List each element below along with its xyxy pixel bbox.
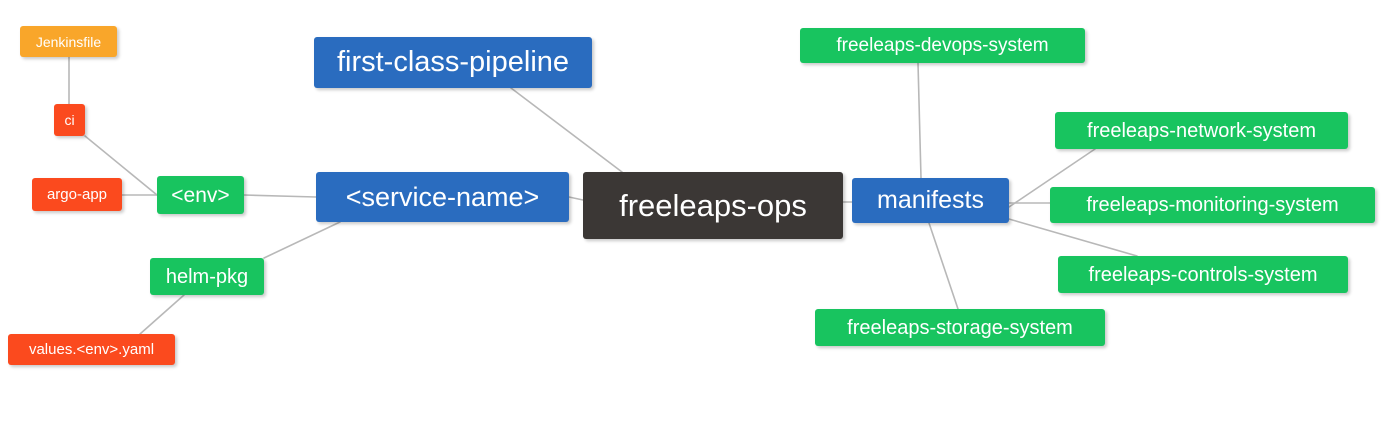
mindmap-node-freeleaps-storage-system[interactable]: freeleaps-storage-system [815, 309, 1105, 346]
mindmap-edge-first-class-pipeline-to-freeleaps-ops [510, 87, 623, 173]
mindmap-node-label: helm-pkg [165, 265, 249, 288]
mindmap-node-label: freeleaps-network-system [1087, 119, 1316, 142]
mindmap-edge-manifests-to-freeleaps-storage-system [928, 222, 959, 310]
mindmap-node-values-env-yaml[interactable]: values.<env>.yaml [8, 334, 175, 365]
mindmap-node-label: freeleaps-controls-system [1088, 263, 1318, 286]
mindmap-node-jenkinsfile[interactable]: Jenkinsfile [20, 26, 117, 57]
mindmap-node-label: values.<env>.yaml [28, 341, 155, 358]
mindmap-node-label: freeleaps-monitoring-system [1086, 194, 1339, 216]
mindmap-node-helm-pkg[interactable]: helm-pkg [150, 258, 264, 295]
mindmap-node-freeleaps-monitoring-system[interactable]: freeleaps-monitoring-system [1050, 187, 1375, 223]
mindmap-edge-helm-pkg-to-service-name [263, 221, 341, 259]
mindmap-node-freeleaps-ops[interactable]: freeleaps-ops [583, 172, 843, 239]
mindmap-node-label: <service-name> [345, 181, 540, 212]
mindmap-edge-env-to-service-name [243, 194, 317, 198]
mindmap-node-argo-app[interactable]: argo-app [32, 178, 122, 211]
mindmap-node-label: freeleaps-devops-system [836, 35, 1049, 56]
mindmap-node-ci[interactable]: ci [54, 104, 85, 136]
mindmap-node-label: Jenkinsfile [35, 33, 102, 50]
mindmap-node-label: manifests [877, 186, 984, 214]
mindmap-node-env[interactable]: <env> [157, 176, 244, 214]
mindmap-node-service-name[interactable]: <service-name> [316, 172, 569, 222]
mindmap-node-first-class-pipeline[interactable]: first-class-pipeline [314, 37, 592, 88]
mindmap-edge-manifests-to-freeleaps-controls-system [1008, 218, 1138, 257]
mindmap-node-freeleaps-devops-system[interactable]: freeleaps-devops-system [800, 28, 1085, 63]
mindmap-node-label: first-class-pipeline [336, 46, 570, 78]
mindmap-node-label: argo-app [46, 186, 108, 203]
mindmap-edge-manifests-to-freeleaps-devops-system [917, 62, 922, 179]
mindmap-node-manifests[interactable]: manifests [852, 178, 1009, 223]
mindmap-edge-values-env-yaml-to-helm-pkg [139, 294, 185, 335]
mindmap-node-label: <env> [171, 183, 230, 207]
mindmap-node-label: freeleaps-ops [619, 188, 807, 223]
mindmap-edge-service-name-to-freeleaps-ops [568, 196, 584, 201]
mindmap-node-freeleaps-network-system[interactable]: freeleaps-network-system [1055, 112, 1348, 149]
mindmap-node-label: ci [64, 112, 75, 128]
mindmap-node-label: freeleaps-storage-system [847, 316, 1073, 339]
mindmap-node-freeleaps-controls-system[interactable]: freeleaps-controls-system [1058, 256, 1348, 293]
